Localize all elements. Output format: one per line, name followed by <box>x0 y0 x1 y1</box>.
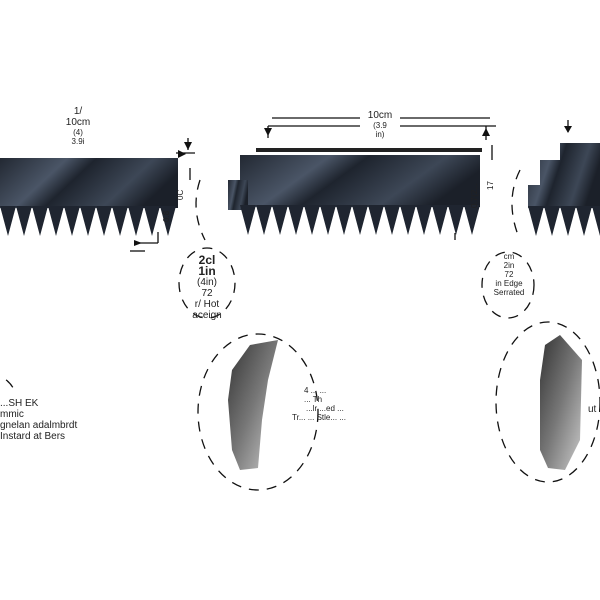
blade-tooth <box>368 205 384 235</box>
callout-text: 2cl <box>198 253 216 267</box>
callout-text: 2in <box>503 261 515 270</box>
left-height-unit: 0C <box>176 189 185 200</box>
blade-tooth <box>384 205 400 235</box>
blade-tooth <box>64 206 80 236</box>
right-blade <box>528 143 600 236</box>
dim-text: 1/ <box>73 106 83 117</box>
note-line: ... Th <box>304 395 323 404</box>
blade-tooth <box>32 206 48 236</box>
middle-detail-serration <box>228 340 278 470</box>
blade-tooth <box>592 206 600 236</box>
note-line: Tr... ... Stle... ... <box>292 413 346 422</box>
dim-text: 10cm <box>367 110 393 121</box>
note-line: gnelan adalmbrdt <box>0 420 78 431</box>
blade-tooth <box>464 205 480 235</box>
dimension-arrows <box>134 126 572 246</box>
middle-callout-text: cm 2in 72 in Edge Serrated <box>484 252 534 297</box>
middle-blade <box>228 148 482 235</box>
blade-tooth <box>528 206 544 236</box>
blade-tooth <box>48 206 64 236</box>
callout-text: aceign <box>192 310 222 321</box>
blade-tooth <box>560 206 576 236</box>
blade-tooth <box>112 206 128 236</box>
callout-text: Serrated <box>493 288 525 297</box>
callout-text: (4in) <box>196 277 217 288</box>
blade-tooth <box>144 206 160 236</box>
blade-tooth <box>80 206 96 236</box>
bottom-middle-note: 4 ... ... ... Th ...lr ...ed ... Tr... .… <box>292 386 346 422</box>
bottom-left-note: ...SH EK mmic gnelan adalmbrdt Instard a… <box>0 398 77 442</box>
callout-text: 1in <box>198 264 216 278</box>
callout-text: in Edge <box>495 279 523 288</box>
callout-text: 72 <box>201 288 213 299</box>
blade-tooth <box>160 206 176 236</box>
blade-tooth <box>448 205 464 235</box>
blade-tooth <box>400 205 416 235</box>
left-blade <box>0 158 178 236</box>
right-detail-serration <box>540 335 582 470</box>
left-height-label: 0.8 <box>162 210 171 222</box>
blade-tooth <box>0 206 16 236</box>
dim-text: (3.9 <box>373 121 387 130</box>
blade-tooth <box>240 205 256 235</box>
note-line: ...SH EK <box>0 398 39 409</box>
callout-text: r/ Hot <box>194 299 220 310</box>
dim-text: (4) <box>73 128 83 137</box>
left-width-label: 1/ 10cm (4) 3.9i <box>58 106 98 146</box>
blade-tooth <box>304 205 320 235</box>
note-line: Instard at Bers <box>0 431 66 442</box>
blade-tooth <box>272 205 288 235</box>
callout-text: 72 <box>504 270 514 279</box>
middle-width-label: 10cm (3.9 in) <box>360 110 400 139</box>
blade-tooth <box>576 206 592 236</box>
middle-height-label: 0.7(2... <box>470 183 479 208</box>
blade-tooth <box>352 205 368 235</box>
dim-text: 3.9i <box>71 137 85 146</box>
middle-height-unit: 17 <box>486 181 495 190</box>
blade-tooth <box>416 205 432 235</box>
note-line: 4 ... ... <box>304 386 327 395</box>
blade-tooth <box>256 205 272 235</box>
blade-tooth <box>288 205 304 235</box>
blade-tooth <box>16 206 32 236</box>
callout-text: cm <box>503 252 515 261</box>
note-line: ...lr ...ed ... <box>306 404 344 413</box>
detail-callouts <box>0 169 600 491</box>
dim-text: in) <box>375 130 385 139</box>
blade-tooth <box>544 206 560 236</box>
blade-tooth <box>96 206 112 236</box>
left-callout-text: 2cl 1in (4in) 72 r/ Hot aceign <box>182 253 232 321</box>
blade-tooth <box>128 206 144 236</box>
blade-tooth <box>320 205 336 235</box>
note-line: mmic <box>0 409 24 420</box>
blade-tooth <box>432 205 448 235</box>
blade-tooth <box>336 205 352 235</box>
bottom-right-note: ut <box>588 404 597 415</box>
dim-text: 10cm <box>65 117 91 128</box>
